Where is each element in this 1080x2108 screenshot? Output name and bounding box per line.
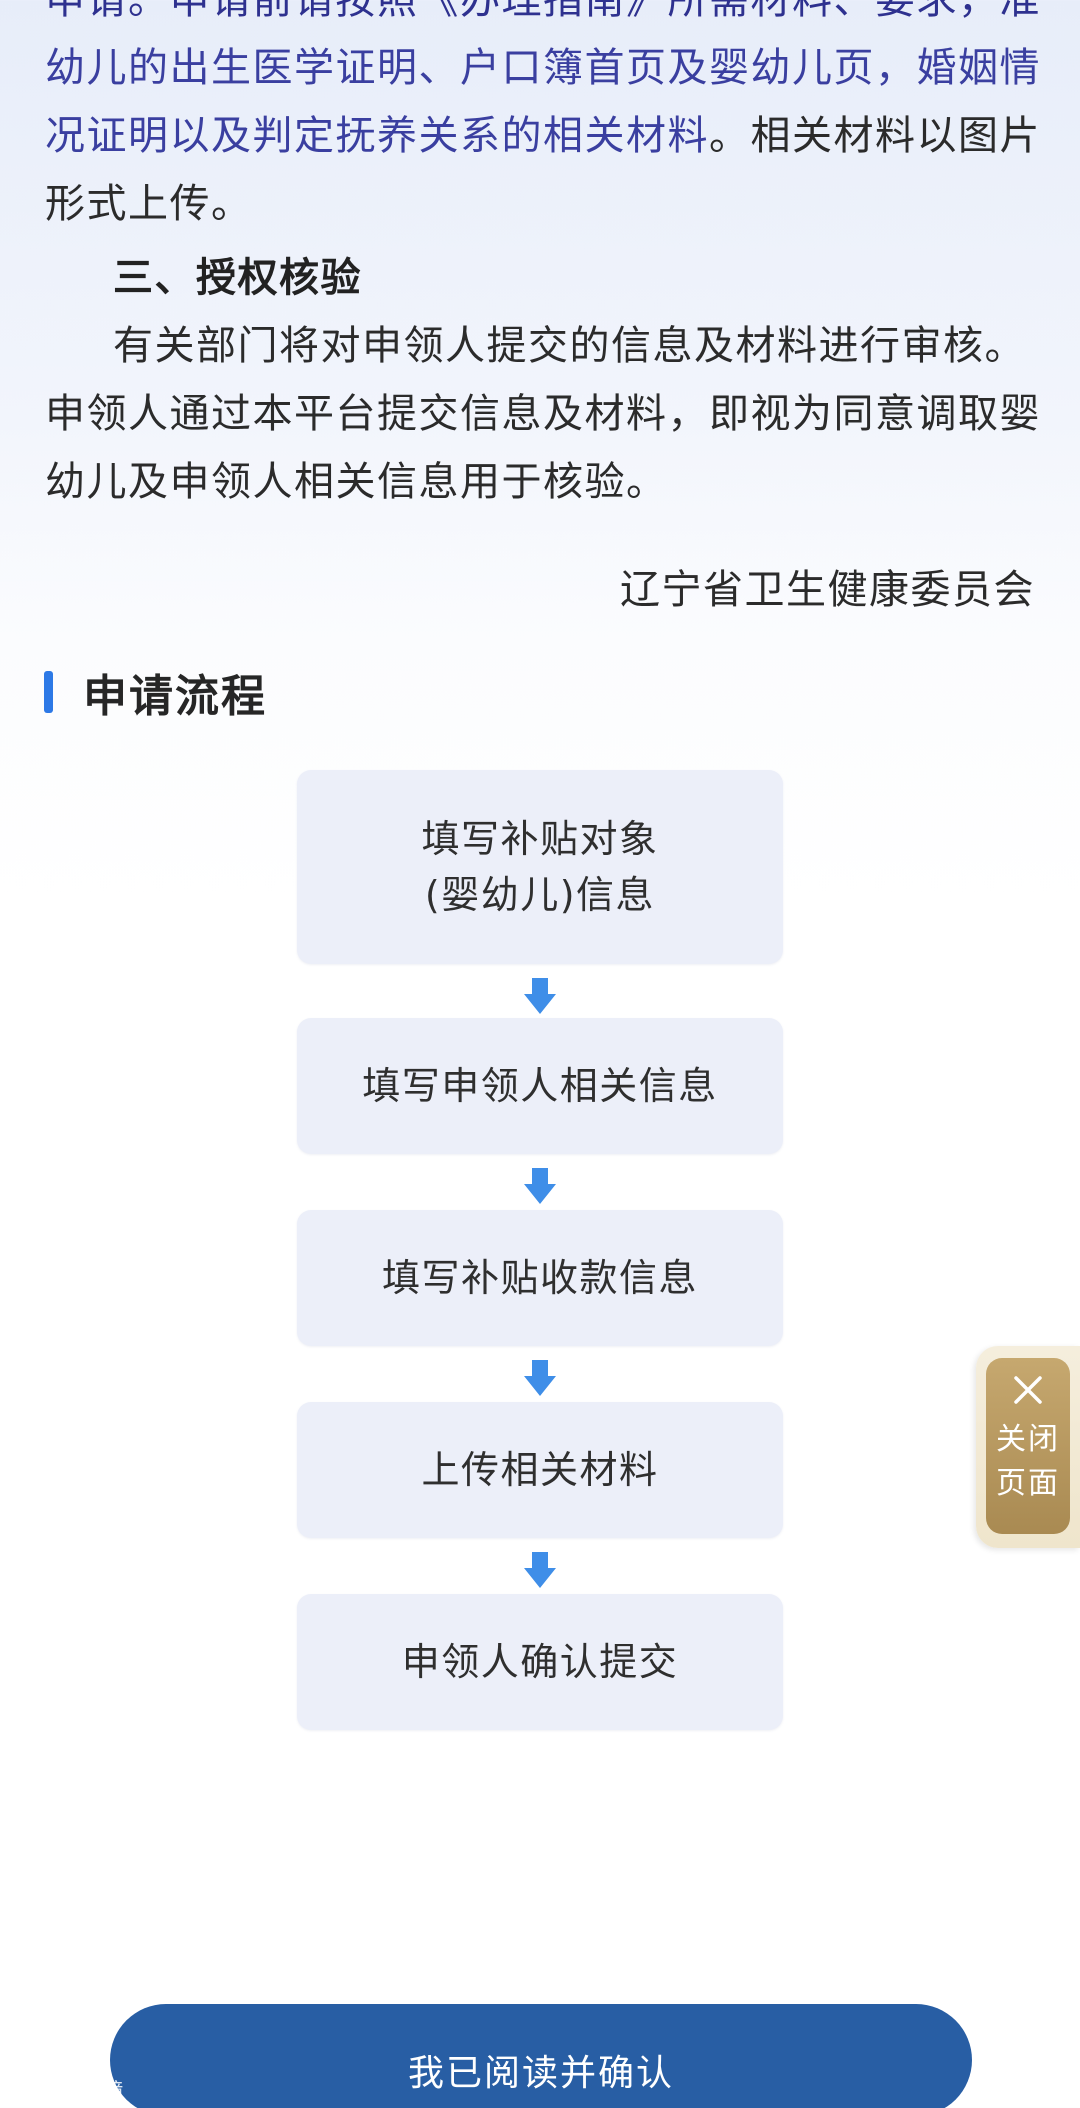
notice-cut-line: 申请。申请前请按照《办理指南》所需材料、要求，准备好婴 xyxy=(45,0,1045,23)
confirm-read-button[interactable]: 我已阅读并确认 xyxy=(110,2004,972,2108)
flow-step-label: 申领人确认提交 xyxy=(401,1640,679,1684)
materials-highlight: 幼儿的出生医学证明、户口簿首页及婴幼儿页，婚姻情况证明以及判定抚养关系的相关材料 xyxy=(45,45,1041,159)
watermark-text: 大数跨境 xyxy=(36,2080,125,2105)
flow-step-upload-materials: 上传相关材料 xyxy=(297,1402,783,1538)
flow-step-label: 填写申领人相关信息 xyxy=(362,1064,718,1108)
confirm-button-label: 我已阅读并确认 xyxy=(407,2053,674,2094)
flow-step-line: (婴幼儿)信息 xyxy=(424,873,656,917)
flow-step-confirm-submit: 申领人确认提交 xyxy=(297,1594,783,1730)
authorization-paragraph: 有关部门将对申领人提交的信息及材料进行审核。申领人通过本平台提交信息及材料，即视… xyxy=(45,323,1041,505)
close-page-inner[interactable]: 关闭页面 xyxy=(986,1358,1070,1534)
down-arrow-icon xyxy=(524,1360,556,1396)
notice-text: 申请。申请前请按照《办理指南》所需材料、要求，准备好婴 幼儿的出生医学证明、户口… xyxy=(45,0,1045,516)
watermark-logo-icon xyxy=(5,2082,29,2097)
down-arrow-icon xyxy=(524,978,556,1014)
flow-step-applicant-info: 填写申领人相关信息 xyxy=(297,1018,783,1154)
notice-paragraph-materials: 幼儿的出生医学证明、户口簿首页及婴幼儿页，婚姻情况证明以及判定抚养关系的相关材料… xyxy=(45,34,1045,238)
flow-step-line: 填写补贴对象 xyxy=(421,817,659,861)
flow-step-label: 上传相关材料 xyxy=(421,1448,659,1492)
watermark: 大数跨境 xyxy=(4,2074,124,2106)
flow-section-title: 申请流程 xyxy=(44,662,267,722)
flow-step-label: 填写补贴对象 (婴幼儿)信息 xyxy=(421,811,658,923)
flow-step-payment-info: 填写补贴收款信息 xyxy=(297,1210,783,1346)
section-heading-authorization: 三、授权核验 xyxy=(113,255,362,301)
flow-step-label: 填写补贴收款信息 xyxy=(381,1256,698,1300)
down-arrow-icon xyxy=(524,1552,556,1588)
flow-step-infant-info: 填写补贴对象 (婴幼儿)信息 xyxy=(297,770,783,964)
down-arrow-icon xyxy=(524,1168,556,1204)
flow-title-text: 申请流程 xyxy=(83,671,267,722)
signature: 辽宁省卫生健康委员会 xyxy=(620,567,1035,613)
title-accent-bar xyxy=(44,671,53,713)
close-page-button[interactable]: 关闭页面 xyxy=(976,1346,1080,1548)
close-page-label: 关闭页面 xyxy=(996,1422,1060,1501)
materials-rest: 。相关材料以图片形式上传。 xyxy=(45,113,1041,227)
close-icon xyxy=(1014,1376,1042,1404)
